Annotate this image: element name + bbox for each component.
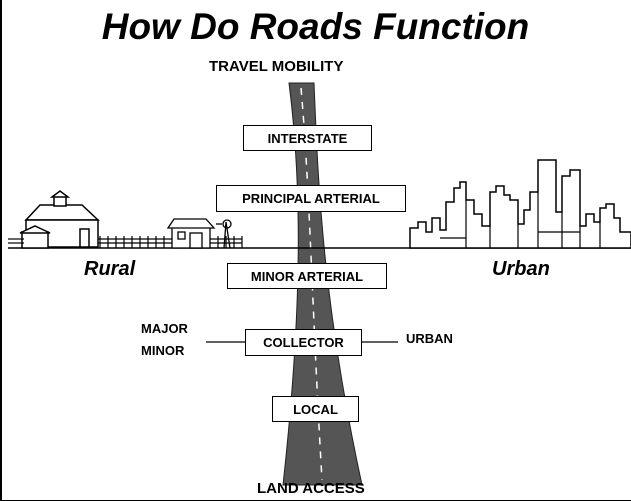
- farmhouse-icon: [166, 218, 216, 249]
- barn-icon: [19, 190, 100, 249]
- collector-urban-label: URBAN: [406, 331, 453, 346]
- land-access-label: LAND ACCESS: [257, 480, 365, 497]
- collector-minor-label: MINOR: [141, 343, 185, 358]
- city-skyline-icon: [409, 159, 631, 249]
- level-local: LOCAL: [272, 396, 359, 422]
- level-collector: COLLECTOR: [245, 329, 362, 356]
- level-minor-arterial: MINOR ARTERIAL: [227, 263, 387, 289]
- urban-label: Urban: [492, 258, 550, 280]
- travel-mobility-label: TRAVEL MOBILITY: [209, 58, 344, 75]
- fence-icon: [8, 236, 243, 248]
- level-interstate: INTERSTATE: [243, 125, 372, 151]
- rural-label: Rural: [84, 258, 136, 280]
- city-building-lines: [440, 192, 601, 248]
- level-principal-arterial: PRINCIPAL ARTERIAL: [216, 185, 406, 212]
- diagram-title: How Do Roads Function: [101, 6, 530, 47]
- windmill-icon: [216, 219, 232, 249]
- collector-major-label: MAJOR: [141, 321, 188, 336]
